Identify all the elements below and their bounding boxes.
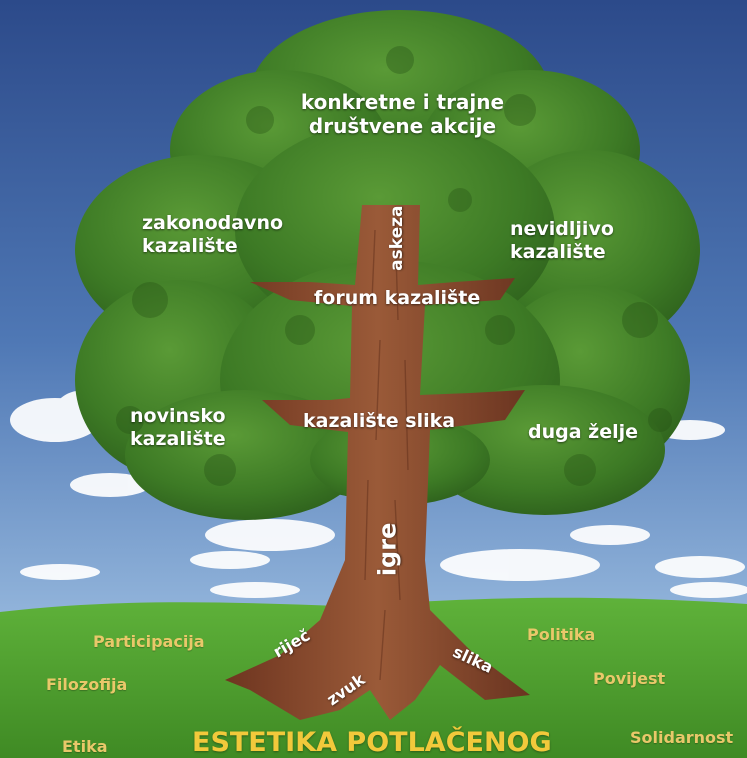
label-left-upper: zakonodavno kazalište (142, 212, 284, 257)
label-right-upper: nevidljivo kazalište (510, 218, 614, 263)
ground-word-participacija: Participacija (93, 632, 205, 651)
label-left-lower: novinsko kazalište (130, 405, 226, 450)
foliage-texture (116, 46, 672, 486)
ground-word-filozofija: Filozofija (46, 675, 128, 694)
label-top: konkretne i trajne društvene akcije (300, 90, 505, 138)
label-slika-kazaliste: kazalište slika (303, 410, 456, 432)
poster-title: ESTETIKA POTLAČENOG (192, 727, 552, 758)
label-forum: forum kazalište (314, 287, 481, 309)
ground-word-povijest: Povijest (593, 669, 666, 688)
label-right-lower: duga želje (528, 421, 639, 443)
label-igre: igre (373, 522, 402, 577)
ground-word-solidarnost: Solidarnost (630, 728, 734, 747)
ground-word-politika: Politika (527, 625, 596, 644)
trunk (225, 205, 530, 720)
foliage (75, 10, 700, 520)
bark-texture (364, 219, 409, 681)
ground-word-etika: Etika (62, 737, 108, 756)
label-askeza: askeza (386, 205, 407, 271)
